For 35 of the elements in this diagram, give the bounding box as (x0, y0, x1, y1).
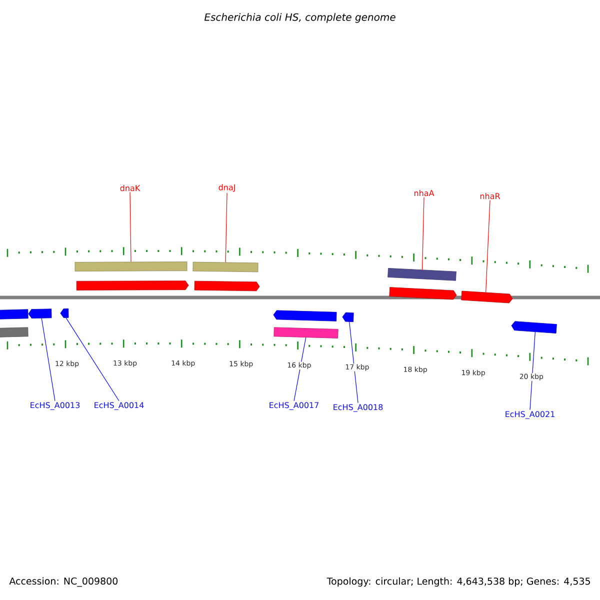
leader-line (349, 322, 358, 404)
locus-label: EcHS_A0018 (334, 404, 383, 412)
feature-bar (0, 309, 28, 320)
gene-feature (273, 310, 337, 322)
gene-feature (28, 308, 52, 318)
feature-bar (0, 327, 28, 338)
gene-feature (76, 280, 189, 290)
leader-line (530, 332, 536, 410)
gene-label: nhaA (414, 190, 434, 196)
leader-line (486, 200, 490, 293)
feature-bar (388, 268, 456, 281)
leader-line (66, 318, 120, 402)
locus-label: EcHS_A0013 (30, 402, 80, 410)
gene-label: nhaR (480, 192, 500, 200)
footer-text: Topology: circular; Length: 4,643,538 bp; Genes: 4,535 (326, 577, 590, 587)
feature-bar (74, 262, 188, 272)
gene-feature (389, 287, 457, 300)
title: Escherichia coli HS, complete genome (204, 13, 396, 23)
gene-feature (194, 280, 260, 292)
gene-feature (461, 290, 513, 304)
gene-feature (60, 308, 69, 318)
locus-label: EcHS_A0014 (94, 402, 144, 410)
leader-line (41, 318, 56, 402)
leader-line (130, 192, 132, 262)
locus-label: EcHS_A0021 (506, 411, 554, 419)
gene-label: dnaJ (218, 184, 235, 192)
locus-label: EcHS_A0017 (270, 402, 318, 410)
gene-label: dnaK (120, 184, 140, 192)
leader-line (422, 197, 424, 270)
leader-line (225, 192, 228, 263)
footer-text: Accession: NC_009800 (9, 577, 118, 587)
feature-bar (274, 327, 338, 338)
feature-bar (192, 262, 258, 272)
gene-feature (511, 321, 557, 334)
gene-feature (342, 312, 354, 322)
